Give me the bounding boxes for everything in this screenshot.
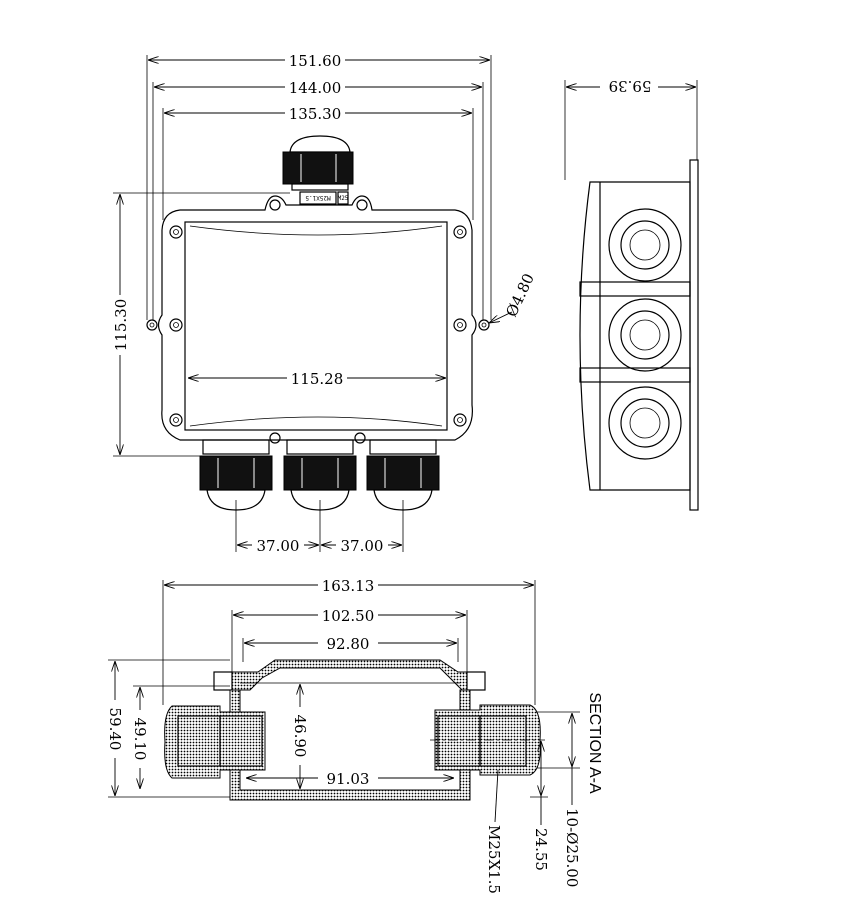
section-title: SECTION A-A <box>586 692 603 794</box>
side-body <box>579 181 691 491</box>
extension-lines <box>113 55 492 552</box>
dim-gland-pitch-right: 37.00 <box>341 537 384 555</box>
front-view: 151.60 144.00 135.30 115.30 M25X1.5 M25 <box>110 50 538 555</box>
dim-lid-inner: 92.80 <box>327 635 370 653</box>
dim-gland-center: 24.55 <box>532 828 550 871</box>
dim-depth: 59.39 <box>609 77 652 95</box>
dim-inner-length: 91.03 <box>327 770 370 788</box>
gland-marking-2: M25 <box>338 195 349 202</box>
gland-marking-1: M25X1.5 <box>305 194 331 201</box>
dim-gland-pitch-left: 37.00 <box>257 537 300 555</box>
section-view: 163.13 102.50 92.80 46.90 91.03 <box>105 575 603 894</box>
screw-holes <box>146 199 490 444</box>
enclosure-outline <box>157 195 477 441</box>
dim-outer-body: 102.50 <box>322 607 375 625</box>
side-gland-openings <box>608 208 682 460</box>
section-lid <box>231 659 468 691</box>
dim-height: 115.30 <box>112 299 130 352</box>
dim-hole-diameter: Ø4.80 <box>502 271 538 320</box>
dim-overall-width: 151.60 <box>289 52 342 70</box>
dim-body-width: 135.30 <box>289 105 342 123</box>
side-view: 59.39 <box>564 77 699 511</box>
dim-total-height: 59.40 <box>106 708 124 751</box>
dim-gland-hole: 10-Ø25.00 <box>563 808 581 887</box>
dim-inner-width: 115.28 <box>291 370 344 388</box>
section-right-gland <box>430 704 545 776</box>
top-cable-gland: M25X1.5 M25 <box>282 135 354 205</box>
dim-overall-length: 163.13 <box>322 577 375 595</box>
dim-inner-height: 46.90 <box>291 715 309 758</box>
thread-callout: M25X1.5 <box>485 825 503 894</box>
bottom-cable-glands <box>199 439 440 511</box>
section-left-gland <box>164 705 266 779</box>
lid-panel <box>184 221 448 431</box>
dim-hole-pitch-width: 144.00 <box>289 79 342 97</box>
dim-body-height: 49.10 <box>131 718 149 761</box>
